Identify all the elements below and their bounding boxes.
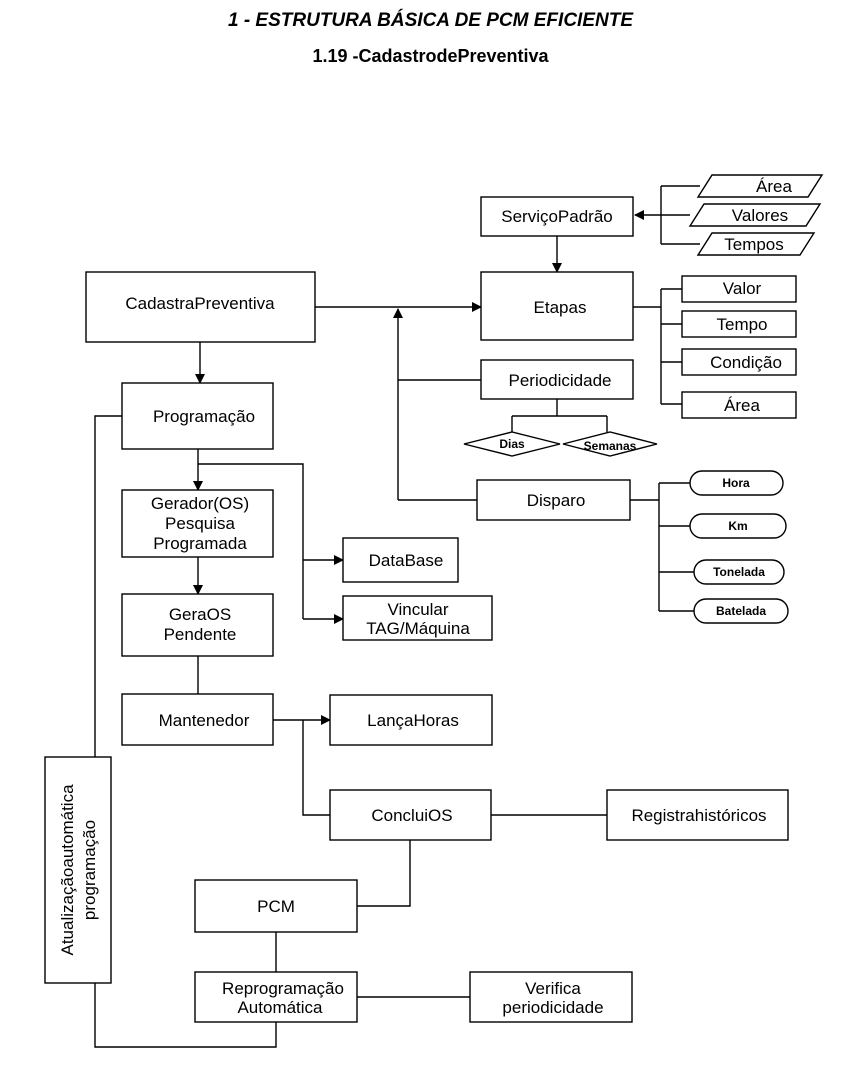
input-area-shape <box>696 174 824 198</box>
pcm-label: PCM <box>257 897 295 916</box>
atualizacao-box <box>44 756 112 984</box>
etapas-item-condicao-box <box>681 348 797 376</box>
mantenedor-label: Mantenedor <box>159 711 250 730</box>
lanca-horas-box <box>329 694 493 746</box>
disparo-tonelada-pill <box>693 559 785 585</box>
input-tempos-shape <box>696 232 816 256</box>
etapas-item-valor-label: Valor <box>723 279 762 298</box>
dias-label: Dias <box>499 437 525 451</box>
semanas-diamond <box>562 431 658 457</box>
dias-diamond <box>463 431 561 457</box>
disparo-km-pill <box>689 513 787 539</box>
periodicidade-box <box>480 359 634 400</box>
mantenedor-box <box>121 693 274 746</box>
gerador-label-line1: Gerador(OS) <box>151 494 249 513</box>
input-area-label: Área <box>756 177 792 196</box>
disparo-batelada-pill <box>693 598 789 624</box>
vincular-label-line2: TAG/Máquina <box>366 619 470 638</box>
pcm-box <box>194 879 358 933</box>
gerador-label-line2: Pesquisa <box>165 514 235 533</box>
verifica-box <box>469 971 633 1023</box>
input-valores-shape <box>688 203 822 227</box>
disparo-hora-pill <box>689 470 784 496</box>
etapas-item-tempo-label: Tempo <box>716 315 767 334</box>
atualizacao-label-line2: programação <box>80 820 99 920</box>
atualizacao-label-line1: Atualizaçãoautomática <box>58 784 77 956</box>
input-tempos-label: Tempos <box>724 235 784 254</box>
disparo-tonelada-label: Tonelada <box>713 565 765 579</box>
database-box <box>342 537 459 583</box>
etapas-item-valor-box <box>681 275 797 303</box>
gera-os-label-line2: Pendente <box>164 625 237 644</box>
etapas-label: Etapas <box>534 298 587 317</box>
page-subtitle: 1.19 -CadastrodePreventiva <box>312 46 549 66</box>
lanca-horas-label: LançaHoras <box>367 711 459 730</box>
semanas-label: Semanas <box>584 439 637 453</box>
gerador-box <box>121 489 274 558</box>
vincular-box <box>342 595 493 641</box>
periodicidade-label: Periodicidade <box>508 371 611 390</box>
cadastra-preventiva-label: CadastraPreventiva <box>125 294 275 313</box>
servico-padrao-box <box>480 196 634 237</box>
conclui-os-box <box>329 789 492 841</box>
registra-historicos-box <box>606 789 789 841</box>
etapas-item-tempo-box <box>681 310 797 338</box>
shapes <box>44 174 824 1023</box>
verifica-label-line1: Verifica <box>525 979 581 998</box>
conclui-os-label: ConcluiOS <box>371 806 452 825</box>
gera-os-box <box>121 593 274 657</box>
page-title: 1 - ESTRUTURA BÁSICA DE PCM EFICIENTE <box>227 10 633 31</box>
gera-os-label-line1: GeraOS <box>169 605 231 624</box>
servico-padrao-label: ServiçoPadrão <box>501 207 613 226</box>
etapas-box <box>480 271 634 341</box>
gerador-label-line3: Programada <box>153 534 247 553</box>
etapas-item-area-box <box>681 391 797 419</box>
reprogramacao-label-line2: Automática <box>237 998 323 1017</box>
etapas-item-condicao-label: Condição <box>710 353 782 372</box>
input-valores-label: Valores <box>732 206 788 225</box>
verifica-label-line2: periodicidade <box>502 998 603 1017</box>
labels: Área Valores Tempos ServiçoPadrão Cadast… <box>58 177 792 1017</box>
reprogramacao-label-line1: Reprogramação <box>222 979 344 998</box>
programacao-box <box>121 382 274 450</box>
disparo-hora-label: Hora <box>722 476 750 490</box>
etapas-item-area-label: Área <box>724 396 760 415</box>
disparo-km-label: Km <box>728 519 747 533</box>
connectors <box>94 185 700 1048</box>
cadastra-preventiva-box <box>85 271 316 343</box>
vincular-label-line1: Vincular <box>387 600 448 619</box>
database-label: DataBase <box>369 551 444 570</box>
reprogramacao-box <box>194 971 358 1023</box>
disparo-batelada-label: Batelada <box>716 604 766 618</box>
disparo-label: Disparo <box>527 491 586 510</box>
disparo-box <box>476 479 631 521</box>
registra-historicos-label: Registrahistóricos <box>631 806 766 825</box>
programacao-label: Programação <box>153 407 255 426</box>
